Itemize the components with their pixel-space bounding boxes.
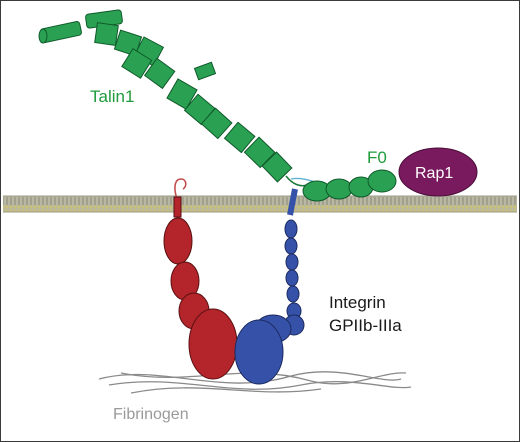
- talin-head-lobe: [325, 178, 353, 200]
- fibrinogen-strand: [98, 371, 402, 384]
- gpiib-iiia-label: GPIIb-IIIa: [329, 316, 402, 335]
- talin-helix: [143, 57, 176, 90]
- talin-helix: [261, 151, 293, 183]
- rap1-label: Rap1: [415, 165, 453, 182]
- alpha-cytoplasmic-tail: [174, 178, 187, 200]
- cell-membrane: [3, 195, 517, 213]
- fibrinogen-label: Fibrinogen: [113, 406, 189, 423]
- fibrinogen-strand: [130, 387, 322, 394]
- alpha-transmembrane: [173, 196, 182, 218]
- talin-helix: [200, 107, 233, 140]
- talin1-head: [302, 169, 397, 202]
- talin-f0-domain: [367, 169, 397, 193]
- fibrinogen-strand: [108, 381, 412, 390]
- alpha-domain: [188, 308, 238, 380]
- integrin-beta-subunit: [234, 188, 305, 385]
- talin-helix: [193, 61, 217, 81]
- beta-domain: [285, 269, 299, 287]
- talin1-rod: [38, 9, 320, 187]
- fibrinogen-strand: [120, 372, 407, 385]
- beta-cytoplasmic-tail: [287, 188, 298, 216]
- talin1-label: Talin1: [90, 87, 134, 106]
- fibrinogen-strands: [98, 371, 412, 394]
- integrin-label: Integrin: [329, 293, 386, 312]
- f0-label: F0: [367, 148, 387, 167]
- integrin-alpha-subunit: [163, 178, 238, 380]
- talin-helix: [166, 78, 198, 110]
- beta-domain: [284, 219, 298, 239]
- beta-domain: [284, 237, 298, 255]
- talin-helix: [121, 48, 153, 79]
- alpha-domain: [163, 217, 193, 265]
- talin-linker: [285, 175, 308, 187]
- beta-domain: [286, 285, 300, 303]
- beta-head-domain: [234, 319, 284, 385]
- rap1-protein: [398, 147, 478, 197]
- talin-helix: [243, 136, 276, 169]
- beta-domain: [285, 253, 299, 271]
- talin-helix: [94, 22, 119, 46]
- talin-helix: [223, 121, 256, 154]
